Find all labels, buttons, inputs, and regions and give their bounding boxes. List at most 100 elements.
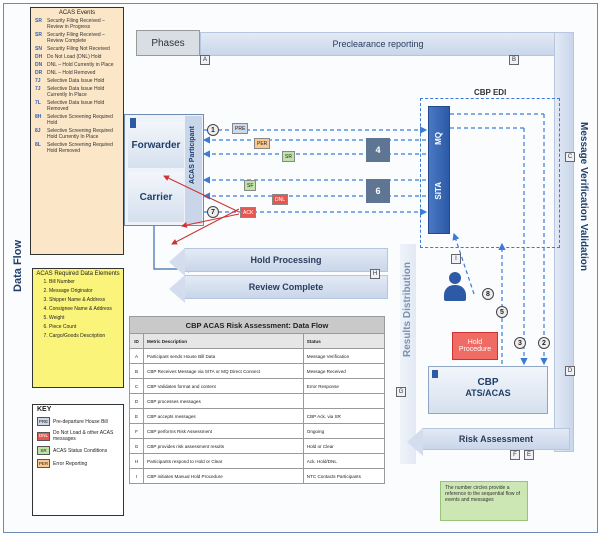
- event-code: SN: [35, 46, 42, 52]
- marker-a: A: [200, 55, 210, 65]
- table-cell: E: [129, 408, 144, 424]
- risk-assessment-band: Risk Assessment: [407, 428, 570, 456]
- cbp-subtitle: ATS/ACAS: [465, 388, 511, 398]
- status-condition-icon: SR: [37, 446, 50, 455]
- step-circle: 1: [207, 124, 219, 136]
- list-item: Consignee Name & Address: [49, 306, 119, 312]
- table-cell: I: [129, 468, 144, 484]
- step-circle: 3: [514, 337, 526, 349]
- event-code: SR: [35, 18, 42, 24]
- marker-e: E: [524, 450, 534, 460]
- event-code: 7J: [35, 86, 41, 92]
- event-text: Security Filing Not Received: [47, 46, 110, 52]
- table-cell: Error Response: [302, 378, 386, 394]
- cbp-ats-box: CBP ATS/ACAS: [428, 366, 548, 414]
- table-cell: A: [129, 348, 144, 364]
- marker-i: I: [451, 254, 461, 264]
- results-distribution-band: [400, 244, 416, 464]
- table-cell: B: [129, 363, 144, 379]
- carrier-box: Carrier: [128, 172, 184, 222]
- review-complete-band: Review Complete: [169, 275, 388, 303]
- event-text: DNL – Hold Removed: [47, 70, 96, 76]
- error-reporting-icon: PER: [37, 459, 50, 468]
- table-title: CBP ACAS Risk Assessment: Data Flow: [129, 316, 385, 334]
- table-header-row: ID Metric Description Status: [129, 333, 386, 349]
- step-circle: 2: [538, 337, 550, 349]
- data-flow-table: CBP ACAS Risk Assessment: Data Flow ID M…: [129, 316, 386, 484]
- marker-f: F: [510, 450, 520, 460]
- table-cell: CBP performs Risk Assessment: [143, 423, 304, 439]
- list-item: Message Originator: [49, 288, 119, 294]
- event-code: DN: [35, 62, 43, 68]
- table-cell: CBP provides risk assessment results: [143, 438, 304, 454]
- event-code: 7J: [35, 78, 41, 84]
- list-item: SN Security Filing Not Received: [35, 46, 119, 52]
- column-header: Metric Description: [143, 333, 304, 349]
- mq-sita-column: [428, 106, 450, 234]
- preclearance-label: Preclearance reporting: [332, 39, 424, 49]
- list-item: Weight: [49, 315, 119, 321]
- ack-tag: ACK: [240, 207, 257, 218]
- table-cell: Ack. Hold/DNL: [302, 453, 386, 469]
- table-cell: CBP Ack. via SR: [302, 408, 386, 424]
- marker-g: G: [396, 387, 406, 397]
- cbp-edi-box: [420, 98, 560, 248]
- list-item: Shipper Name & Address: [49, 297, 119, 303]
- marker-d: D: [565, 366, 575, 376]
- preclearance-band: Preclearance reporting: [200, 32, 571, 56]
- table-cell: D: [129, 393, 144, 409]
- sequence-note: The number circles provide a reference t…: [440, 481, 528, 521]
- event-text: DNL – Hold Currently in Place: [47, 62, 114, 68]
- acas-events-title: ACAS Events: [58, 10, 96, 16]
- event-code: 8H: [35, 114, 42, 120]
- marker-c: C: [565, 152, 575, 162]
- step-square: 6: [366, 179, 390, 203]
- step-square: 4: [366, 138, 390, 162]
- acas-participant-band: [185, 116, 202, 224]
- key-text: Pre-departure House Bill: [53, 418, 108, 425]
- table-cell: CBP accepts messages: [143, 408, 304, 424]
- event-code: 7L: [35, 100, 41, 106]
- list-item: DN DNL – Hold Currently in Place: [35, 62, 119, 68]
- table-cell: H: [129, 453, 144, 469]
- list-item: 8H Selective Screening Required Hold: [35, 114, 119, 126]
- sf-tag: SF: [244, 180, 257, 191]
- key-text: ACAS Status Conditions: [53, 447, 108, 454]
- table-cell: C: [129, 378, 144, 394]
- step-circle: 8: [482, 288, 494, 300]
- table-cell: NTC Contacts Participants: [302, 468, 386, 484]
- column-header: ID: [129, 333, 144, 349]
- event-text: Selective Screening Required Hold: [47, 114, 113, 126]
- hold-processing-label: Hold Processing: [250, 255, 322, 265]
- required-elements-legend: ACAS Required Data Elements Bill Number …: [32, 268, 124, 388]
- hold-procedure-box: Hold Procedure: [452, 332, 498, 360]
- cbp-edi-label: CBP EDI: [474, 88, 507, 97]
- table-cell: [302, 393, 386, 409]
- required-elements-title: ACAS Required Data Elements: [36, 271, 120, 277]
- table-cell: Ongoing: [302, 423, 386, 439]
- table-cell: CBP initiates Manual Hold Procedure: [143, 468, 304, 484]
- table-cell: CBP Validates format and content: [143, 378, 304, 394]
- table-cell: Participant sends House Bill Data: [143, 348, 304, 364]
- hold-processing-band: Hold Processing: [169, 248, 388, 276]
- marker-h: H: [370, 269, 380, 279]
- forwarder-corner-icon: [130, 118, 136, 128]
